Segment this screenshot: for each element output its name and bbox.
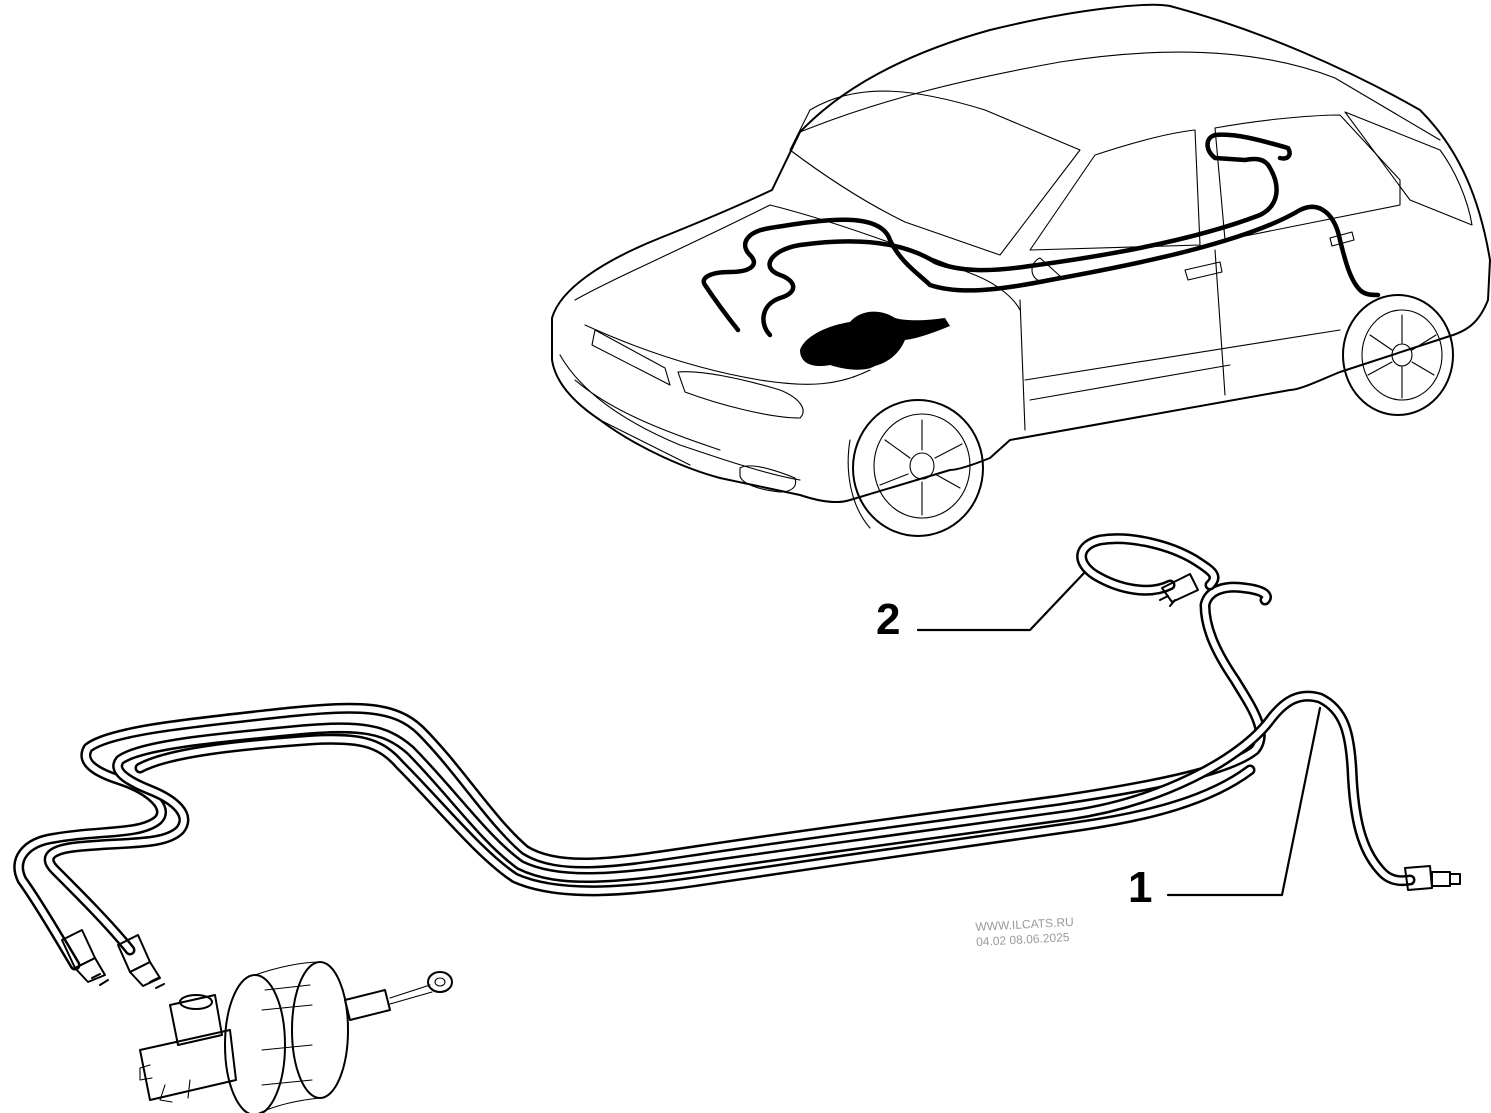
reservoir-cap bbox=[179, 994, 213, 1010]
rear-hose-coupling bbox=[1161, 573, 1199, 603]
car-rear-door-window bbox=[1214, 114, 1401, 241]
car-door-lines bbox=[1019, 249, 1341, 431]
car-brake-booster-blob bbox=[800, 311, 950, 370]
car-grille bbox=[591, 329, 671, 386]
booster-drum-back bbox=[291, 961, 349, 1099]
car-rear-wheel bbox=[1342, 294, 1454, 416]
callout-label-1: 1 bbox=[1128, 863, 1153, 912]
front-pipe-fittings bbox=[61, 929, 165, 989]
car-illustration bbox=[551, 3, 1491, 537]
master-cylinder-reservoir bbox=[169, 994, 223, 1046]
car-brake-pipe-front bbox=[701, 204, 1381, 333]
car-door-handle-rear bbox=[1329, 231, 1355, 247]
car-roofline bbox=[799, 51, 1441, 141]
rear-hose-end bbox=[1159, 595, 1176, 607]
booster-pushrod bbox=[344, 989, 391, 1021]
car-hood-edge bbox=[584, 324, 871, 385]
booster-drum-front bbox=[224, 974, 286, 1113]
car-body-outline bbox=[551, 3, 1491, 504]
brake-pipe-b-core bbox=[46, 693, 1413, 953]
master-cylinder bbox=[139, 1029, 237, 1101]
car-windscreen bbox=[789, 90, 1081, 256]
brake-booster-assembly bbox=[139, 961, 453, 1113]
car-fog-lamp bbox=[739, 465, 797, 493]
booster-clevis-hole bbox=[434, 977, 446, 987]
brake-pipe-c-core bbox=[137, 736, 1253, 894]
car-door-handle-front bbox=[1184, 261, 1223, 281]
car-brake-pipe-rear bbox=[761, 132, 1292, 338]
car-headlamp bbox=[677, 371, 804, 419]
leader-line-1 bbox=[1166, 706, 1322, 897]
master-cylinder-ports bbox=[139, 1064, 191, 1103]
car-front-wheel bbox=[847, 399, 984, 537]
leader-line-2 bbox=[916, 570, 1087, 632]
car-hood bbox=[574, 204, 1021, 311]
callout-label-2: 2 bbox=[876, 595, 901, 644]
rear-left-pipe-fitting bbox=[1404, 865, 1461, 891]
car-front-door-window bbox=[1029, 129, 1201, 251]
booster-drum-body bbox=[254, 961, 321, 1113]
brake-pipe-a bbox=[13, 581, 1272, 971]
brake-pipe-a-core bbox=[15, 584, 1270, 968]
brake-pipe-assembly bbox=[13, 533, 1461, 989]
car-bumper bbox=[559, 354, 801, 481]
booster-rod bbox=[389, 984, 433, 1005]
booster-clevis bbox=[427, 971, 453, 993]
brake-pipe-rear-loop-core bbox=[1078, 535, 1217, 594]
car-rear-quarter-window bbox=[1344, 111, 1473, 226]
watermark: WWW.ILCATS.RU 04.02 08.06.2025 bbox=[975, 915, 1075, 950]
